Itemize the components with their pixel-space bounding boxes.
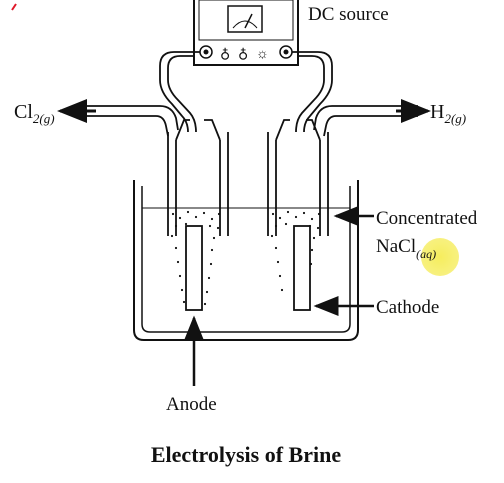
cathode-compartment <box>267 119 329 236</box>
meter-needle <box>244 13 253 29</box>
dc-source-unit: ♁ ♁ ☼ <box>193 0 299 66</box>
terminal-knobs: ♁ ♁ ☼ <box>199 45 293 62</box>
cathode-electrode <box>293 225 311 311</box>
terminal-symbol: ♁ <box>238 47 248 62</box>
meter-dial <box>227 5 263 33</box>
diagram-title: Electrolysis of Brine <box>151 442 341 467</box>
bubble-dots-left <box>170 210 221 306</box>
anode-compartment <box>167 119 229 236</box>
terminal-symbol: ☼ <box>256 47 269 62</box>
hydrogen-label: H2(g) <box>430 101 466 126</box>
terminal-symbol: ♁ <box>220 47 230 62</box>
anode-label: Anode <box>166 394 217 415</box>
cursor-highlight <box>421 238 459 276</box>
solution-label-line1: Concentrated <box>376 208 478 229</box>
gas-outlet-tubes <box>76 105 418 137</box>
cathode-label: Cathode <box>376 297 439 318</box>
solution-label-line2: NaCl(aq) <box>376 236 436 261</box>
connecting-wires <box>159 51 333 133</box>
chlorine-label: Cl2(g) <box>14 101 55 126</box>
dc-source-label: DC source <box>308 4 389 25</box>
anode-electrode <box>185 225 203 311</box>
